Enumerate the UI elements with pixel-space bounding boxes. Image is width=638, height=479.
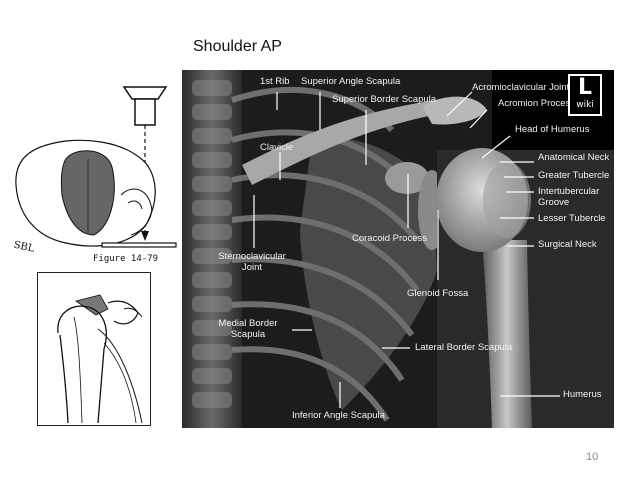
label-intertubercular: Intertubercular	[538, 186, 600, 197]
label-inferior-angle-scapula: Inferior Angle Scapula	[292, 410, 385, 421]
label-humerus: Humerus	[563, 389, 602, 400]
label-clavicle: Clavicle	[260, 142, 294, 153]
label-lesser-tubercle: Lesser Tubercle	[538, 213, 606, 224]
positioning-diagram: SBL	[6, 75, 182, 275]
figure-caption: Figure 14-79	[93, 254, 159, 264]
humerus-line-drawing	[37, 272, 151, 426]
label-1st-rib: 1st Rib	[260, 76, 290, 87]
label-scapula: Scapula	[230, 329, 266, 340]
xray-tube-icon	[122, 86, 168, 126]
label-superior-angle-scapula: Superior Angle Scapula	[301, 76, 401, 87]
label-medial-border: Medial Border	[218, 318, 278, 329]
page-number: 10	[586, 451, 599, 463]
label-superior-border-scapula: Superior Border Scapula	[332, 94, 437, 105]
label-joint: Joint	[241, 262, 263, 273]
label-anatomical-neck: Anatomical Neck	[538, 152, 610, 163]
label-greater-tubercle: Greater Tubercle	[538, 170, 610, 181]
label-glenoid-fossa: Glenoid Fossa	[407, 288, 469, 299]
sbl-mark: SBL	[13, 240, 36, 255]
xray-image: 1st Rib Superior Angle Scapula Superior …	[182, 70, 614, 428]
label-sternoclavicular: Sternoclavicular	[218, 251, 286, 262]
label-head-of-humerus: Head of Humerus	[515, 124, 590, 135]
label-lateral-border-scapula: Lateral Border Scapula	[415, 342, 513, 353]
label-coracoid-process: Coracoid Process	[352, 233, 427, 244]
label-surgical-neck: Surgical Neck	[538, 239, 597, 250]
lwiki-logo: L wiki	[568, 74, 602, 116]
logo-letter: L	[577, 75, 593, 100]
label-acromion-process: Acromion Process	[498, 98, 576, 109]
slide-title: Shoulder AP	[193, 38, 282, 55]
logo-text: wiki	[576, 100, 594, 110]
label-acromioclavicular-joint: Acromioclavicular Joint	[472, 82, 570, 93]
label-groove: Groove	[538, 197, 570, 208]
